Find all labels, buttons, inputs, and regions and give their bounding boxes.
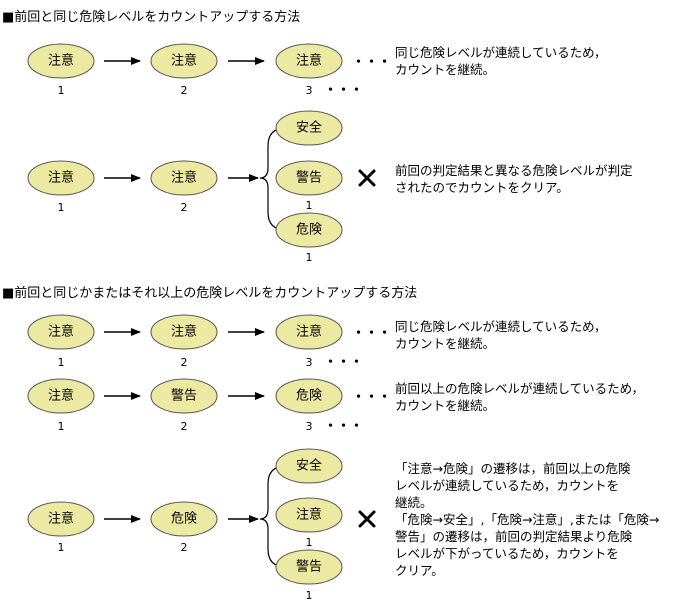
s2r2-num1: 1 (58, 420, 65, 433)
s2r3-node1 (27, 501, 95, 537)
s2r2-node1-label: 注意 (48, 388, 74, 404)
s2r2-node3-label: 危険 (296, 389, 322, 404)
s1r1-dots: ・・・ (352, 55, 391, 70)
s2r1-num1: 1 (58, 356, 65, 369)
s2r1-num3: 3 (306, 356, 313, 369)
section2-heading: ■前回と同じかまたはそれ以上の危険レベルをカウントアップする方法 (2, 286, 418, 301)
s2r3-safe (275, 448, 343, 484)
note-s2-row3: 「注意→危険」の遷移は，前回以上の危険 レベルが連続しているため，カウントを 継… (395, 461, 660, 578)
s2r3-node1-label: 注意 (48, 511, 74, 527)
s2r2-node3 (275, 378, 343, 414)
s1r1-num1: 1 (58, 84, 65, 97)
s2r2-num2: 2 (181, 420, 188, 433)
s2r1-node3 (275, 314, 343, 350)
s1r2-num2: 2 (181, 201, 188, 214)
s1-row1: 注意 1 注意 2 注意 3 ・・・ ・・・ (27, 43, 391, 98)
s1r1-num3: 3 (306, 84, 313, 97)
s2r1-node2-label: 注意 (171, 324, 197, 340)
s1r2-danger-num: 1 (306, 251, 313, 264)
s2r1-node1-label: 注意 (48, 324, 74, 340)
s1r2-brace (259, 127, 287, 231)
s1r2-warning (275, 160, 343, 196)
s2-row1: 注意 1 注意 2 注意 3 ・・・ ・・・ (27, 314, 391, 370)
s1r2-danger-label: 危険 (296, 223, 322, 238)
s2r2-node2-label: 警告 (171, 388, 197, 404)
s1r1-node2 (150, 43, 218, 79)
s2r3-cross-icon (358, 510, 376, 528)
s2r2-dots: ・・・ (352, 390, 391, 405)
s1r2-safe (275, 110, 343, 146)
s1r1-node2-label: 注意 (171, 53, 197, 69)
s1r1-num2: 2 (181, 84, 188, 97)
note-s2-row1: 同じ危険レベルが連続しているため， カウントを継続。 (395, 319, 607, 351)
s1r2-num1: 1 (58, 201, 65, 214)
s2r2-num3: 3 (306, 420, 313, 433)
s1-row2: 注意 1 注意 2 安全 警告 1 危険 1 (27, 110, 376, 264)
s1r2-node2-label: 注意 (171, 170, 197, 186)
section1-heading: ■前回と同じ危険レベルをカウントアップする方法 (2, 10, 301, 25)
s2r3-caution (275, 497, 343, 533)
s2r1-node3-label: 注意 (296, 324, 322, 340)
s1r2-danger (275, 212, 343, 248)
s2r3-brace (259, 465, 287, 568)
s1r2-node1-label: 注意 (48, 170, 74, 186)
s2r1-dots: ・・・ (352, 326, 391, 341)
s2r3-num1: 1 (58, 541, 65, 554)
s2r3-caution-num: 1 (306, 536, 313, 549)
s1r1-node1 (27, 43, 95, 79)
s2r3-caution-label: 注意 (296, 507, 322, 523)
note-s1-row2: 前回の判定結果と異なる危険レベルが判定 されたのでカウントをクリア。 (395, 163, 633, 195)
s1r2-warning-label: 警告 (296, 170, 322, 186)
s2r2-node1 (27, 378, 95, 414)
s2r2-num-dots: ・・・ (324, 419, 363, 434)
s2r1-node1 (27, 314, 95, 350)
note-s2-row2: 前回以上の危険レベルが連続しているため， カウントを継続。 (395, 381, 645, 413)
s2-row3: 注意 1 危険 2 安全 注意 1 警告 1 (27, 448, 376, 602)
s1r2-node2 (150, 160, 218, 196)
s1r2-warning-num: 1 (306, 199, 313, 212)
s1r1-num-dots: ・・・ (324, 83, 363, 98)
s2r1-node2 (150, 314, 218, 350)
s1r1-node3 (275, 43, 343, 79)
s1r2-node1 (27, 160, 95, 196)
s1r2-safe-label: 安全 (296, 120, 322, 136)
s1r1-node1-label: 注意 (48, 53, 74, 69)
s2r3-node2-label: 危険 (171, 512, 197, 527)
s2r1-num2: 2 (181, 356, 188, 369)
s1r2-cross-icon (358, 169, 376, 187)
s2r3-num2: 2 (181, 541, 188, 554)
s2r2-node2 (150, 378, 218, 414)
s2r3-safe-label: 安全 (296, 458, 322, 474)
s1r1-node3-label: 注意 (296, 53, 322, 69)
s2-row2: 注意 1 警告 2 危険 3 ・・・ ・・・ (27, 378, 391, 434)
s2r1-num-dots: ・・・ (324, 355, 363, 370)
s2r3-warning-label: 警告 (296, 559, 322, 575)
s2r3-node2 (150, 501, 218, 537)
s2r3-warning (275, 549, 343, 585)
s2r3-warning-num: 1 (306, 589, 313, 602)
note-s1-row1: 同じ危険レベルが連続しているため， カウントを継続。 (395, 45, 607, 77)
